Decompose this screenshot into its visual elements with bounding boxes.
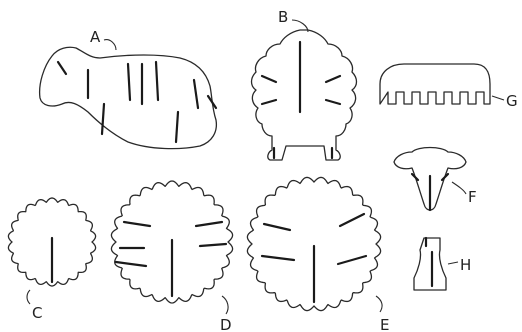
part-label-g: G <box>506 92 518 110</box>
part-g-outline <box>379 63 491 105</box>
part-e: E <box>246 176 389 332</box>
part-label-h: H <box>460 256 471 274</box>
part-a-outline <box>38 46 218 150</box>
part-label-a: A <box>90 28 101 46</box>
part-label-d: D <box>220 316 232 332</box>
part-b: B <box>250 8 358 161</box>
part-b-outline <box>250 29 358 161</box>
part-g: G <box>379 63 518 110</box>
part-d: D <box>110 180 234 332</box>
part-label-b: B <box>278 8 288 26</box>
part-a: A <box>38 28 218 150</box>
part-c: C <box>7 197 97 322</box>
part-label-e: E <box>380 316 389 332</box>
part-h: H <box>413 236 471 291</box>
part-h-outline <box>413 237 447 291</box>
part-e-outline <box>246 176 382 312</box>
part-label-f: F <box>468 188 477 206</box>
part-f: F <box>393 146 477 212</box>
part-label-c: C <box>32 304 42 322</box>
